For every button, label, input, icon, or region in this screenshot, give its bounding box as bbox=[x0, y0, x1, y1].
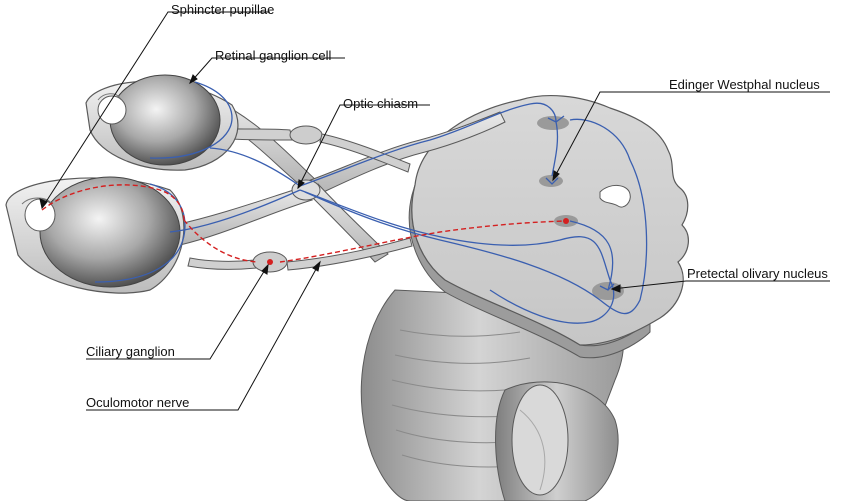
label-retinal-ganglion-cell: Retinal ganglion cell bbox=[215, 48, 332, 63]
leader-lines bbox=[39, 11, 830, 411]
efferent-pathway bbox=[41, 184, 567, 263]
efferent-synapse-dots bbox=[267, 218, 569, 265]
label-oculomotor-nerve: Oculomotor nerve bbox=[86, 395, 190, 410]
label-edinger-westphal-nucleus: Edinger Westphal nucleus bbox=[669, 77, 820, 92]
upper-eye bbox=[85, 74, 239, 171]
optic-pathway-tissue bbox=[174, 99, 506, 273]
midbrain-section bbox=[408, 95, 689, 359]
label-sphincter-pupillae: Sphincter pupillae bbox=[171, 2, 275, 17]
label-optic-chiasm: Optic chiasm bbox=[343, 96, 419, 111]
label-pretectal-olivary-nucleus: Pretectal olivary nucleus bbox=[687, 266, 828, 281]
afferent-pathway bbox=[94, 81, 648, 324]
lower-eye bbox=[5, 176, 185, 294]
label-ciliary-ganglion: Ciliary ganglion bbox=[86, 344, 175, 359]
